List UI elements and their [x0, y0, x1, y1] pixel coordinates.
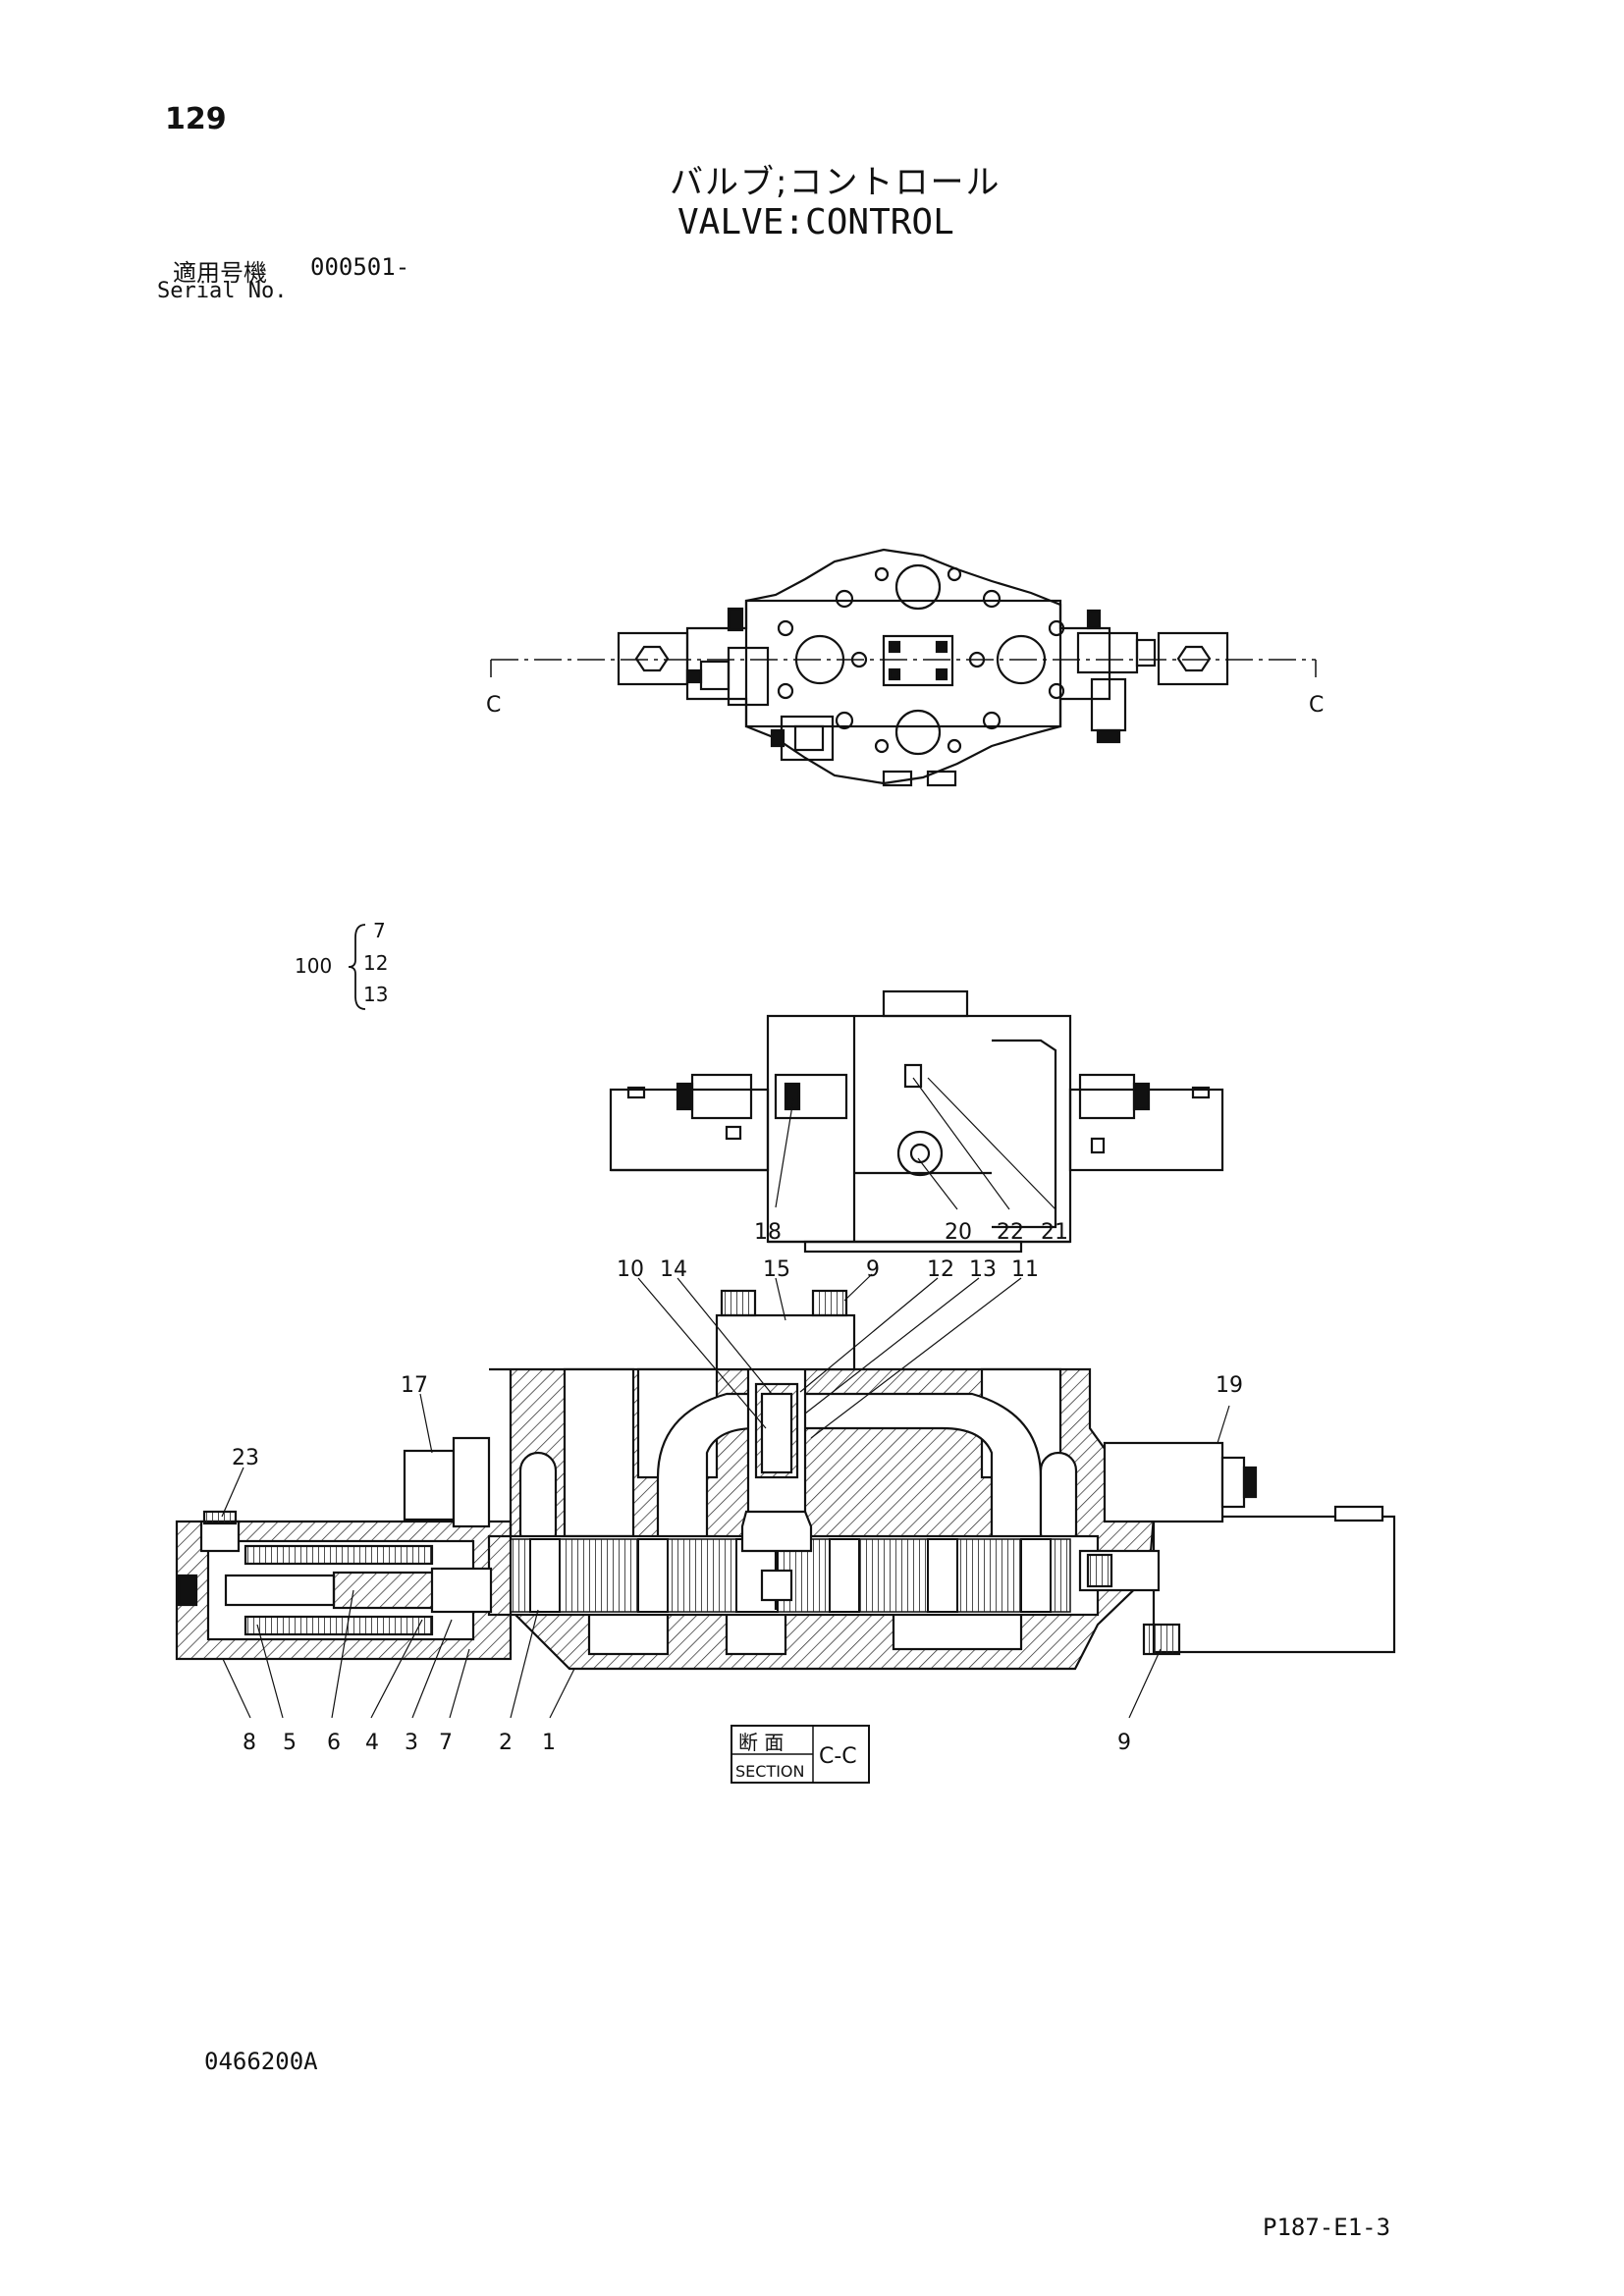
callout-10: 10: [617, 1257, 644, 1282]
callout-12: 12: [927, 1257, 954, 1282]
callout-21: 21: [1041, 1220, 1068, 1245]
callout-14: 14: [660, 1257, 687, 1282]
kit-item-12: 12: [363, 951, 388, 975]
serial-label-english: Serial No.: [157, 279, 288, 303]
callout-3: 3: [405, 1731, 418, 1755]
callout-9-bottom: 9: [1117, 1731, 1131, 1755]
callout-11: 11: [1011, 1257, 1039, 1282]
serial-value: 000501-: [310, 253, 410, 281]
kit-item-13: 13: [363, 983, 388, 1006]
serial-label-japanese: 適用号機: [173, 259, 267, 287]
kit-item-7: 7: [373, 919, 386, 942]
top-view: [490, 548, 1317, 787]
callout-7: 7: [439, 1731, 453, 1755]
callout-23: 23: [232, 1446, 259, 1470]
page-number: 129: [165, 102, 227, 136]
section-view: [175, 1273, 1396, 1719]
callout-9-top: 9: [866, 1257, 880, 1282]
callout-13: 13: [969, 1257, 997, 1282]
callout-4: 4: [365, 1731, 379, 1755]
section-mark-left: C: [486, 693, 501, 718]
callout-20: 20: [945, 1220, 972, 1245]
callout-2: 2: [499, 1731, 513, 1755]
kit-number: 100: [295, 954, 332, 978]
callout-5: 5: [283, 1731, 297, 1755]
title-japanese: バルブ;コントロール: [670, 163, 1001, 202]
callout-8: 8: [243, 1731, 256, 1755]
title-english: VALVE:CONTROL: [677, 202, 954, 242]
section-label-mark: C-C: [819, 1744, 857, 1769]
callout-18: 18: [754, 1220, 782, 1245]
callout-17: 17: [401, 1373, 428, 1398]
callout-15: 15: [763, 1257, 790, 1282]
callout-6: 6: [327, 1731, 341, 1755]
kit-bracket: 100 7 12 13: [295, 919, 388, 1010]
section-label-en: SECTION: [735, 1762, 805, 1781]
side-view: [609, 989, 1224, 1254]
section-label-box: 断 面 SECTION C-C: [731, 1725, 870, 1784]
page-code: P187-E1-3: [1263, 2214, 1391, 2241]
section-mark-right: C: [1309, 693, 1324, 718]
section-label-ja: 断 面: [738, 1731, 784, 1754]
drawing-code: 0466200A: [204, 2048, 318, 2075]
callout-1: 1: [542, 1731, 556, 1755]
callout-19: 19: [1216, 1373, 1243, 1398]
callout-22: 22: [997, 1220, 1024, 1245]
